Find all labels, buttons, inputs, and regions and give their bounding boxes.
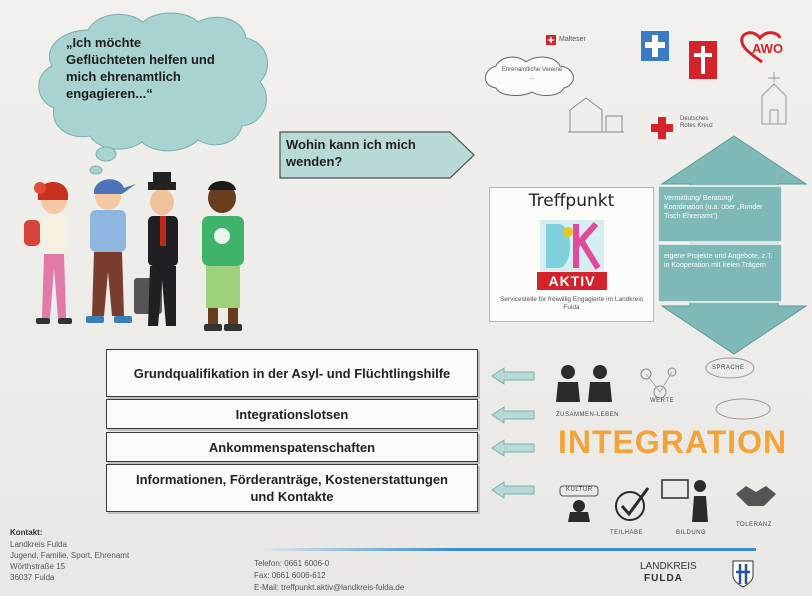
contact-phone: Telefon: 0661 6006-0 — [254, 559, 330, 568]
teacher-board-icon — [661, 479, 708, 522]
offer-integrationslotsen: Integrationslotsen — [106, 399, 478, 429]
sketch-church-icon — [761, 72, 787, 125]
speech-bubble-icon — [705, 357, 755, 379]
double-arrow-shape — [657, 135, 808, 355]
left-arrow-icon — [491, 481, 535, 499]
label-sprache: SPRACHE — [712, 365, 745, 371]
malteser-cross-icon — [546, 35, 556, 45]
offer-ankommenspatenschaften: Ankommenspatenschaften — [106, 432, 478, 462]
aktiv-label: AKTIV — [537, 272, 607, 290]
culture-people-icon — [559, 485, 599, 522]
drk-label: Deutsches Rotes Kreuz — [680, 116, 714, 129]
treffpunkt-logo-icon — [540, 220, 604, 272]
speech-cloud — [38, 12, 268, 175]
left-arrow-icon — [491, 367, 535, 385]
speech-cloud-text: „Ich möchte Geflüchteten helfen und mich… — [66, 35, 215, 101]
small-cloud-text: Ehrenamtliche Vereine ... — [501, 67, 563, 81]
contact-line: Landkreis Fulda — [10, 540, 67, 549]
handshake-icon — [736, 486, 776, 506]
contact-line: Wörthstraße 15 — [10, 562, 66, 571]
fulda-coat-of-arms-icon — [732, 560, 754, 588]
label-toleranz: TOLERANZ — [736, 522, 772, 528]
contact-line: Jugend, Familie, Sport, Ehrenamt — [10, 551, 130, 560]
integration-heading: INTEGRATION — [558, 424, 788, 460]
awo-label: AWO — [752, 41, 784, 56]
footer-accent-line — [250, 548, 756, 551]
checkmark-icon — [615, 487, 650, 521]
values-sketch-icon — [640, 367, 677, 399]
landkreis-label: LANDKREIS — [640, 561, 697, 572]
left-arrow-icon — [491, 439, 535, 457]
treffpunkt-subtitle: Servicestelle für freiwillig Engagierte … — [499, 296, 644, 311]
contact-line: 36037 Fulda — [10, 573, 55, 582]
awo-heart-icon — [740, 31, 782, 64]
speech-bubble-icon — [715, 398, 771, 420]
fulda-label: FULDA — [644, 573, 683, 584]
arrow-box-top-text: Vermittlung/ Beratung/ Koordination (u.a… — [664, 195, 763, 220]
arrow-box-bottom-text: eigene Projekte und Angebote, z.T. in Ko… — [664, 253, 773, 269]
small-cloud-sketch — [485, 56, 574, 96]
label-werte: WERTE — [650, 398, 675, 404]
contact-title: Kontakt: — [10, 528, 43, 537]
treffpunkt-title: Treffpunkt — [528, 191, 615, 211]
question-arrow — [279, 131, 475, 179]
label-teilhabe: TEILHABE — [610, 530, 644, 536]
people-illustration — [24, 172, 244, 331]
treffpunkt-box: Treffpunkt AKTIV Servicestelle für freiw… — [489, 187, 654, 322]
label-kultur: KULTUR — [566, 487, 593, 493]
people-group-icon — [556, 365, 612, 402]
question-text: Wohin kann ich mich wenden? — [286, 137, 416, 169]
landkreis-logo-text: LANDKREIS FULDA — [640, 561, 697, 585]
caritas-logo-icon — [689, 41, 717, 79]
offer-informationen: Informationen, Förderanträge, Kostenerst… — [106, 464, 478, 512]
label-bildung: BILDUNG — [676, 530, 707, 536]
label-zusammenleben: ZUSAMMEN-LEBEN — [556, 412, 620, 418]
malteser-logo: Malteser — [546, 34, 606, 46]
sketch-building-icon — [568, 97, 624, 133]
diakonie-logo-icon — [641, 31, 669, 61]
contact-email: E-Mail: treffpunkt.aktiv@landkreis-fulda… — [254, 583, 405, 592]
offer-grundqualifikation: Grundqualifikation in der Asyl- und Flüc… — [106, 349, 478, 397]
contact-fax: Fax: 0661 6006-612 — [254, 571, 326, 580]
left-arrow-icon — [491, 406, 535, 424]
drk-cross-icon — [651, 117, 673, 139]
